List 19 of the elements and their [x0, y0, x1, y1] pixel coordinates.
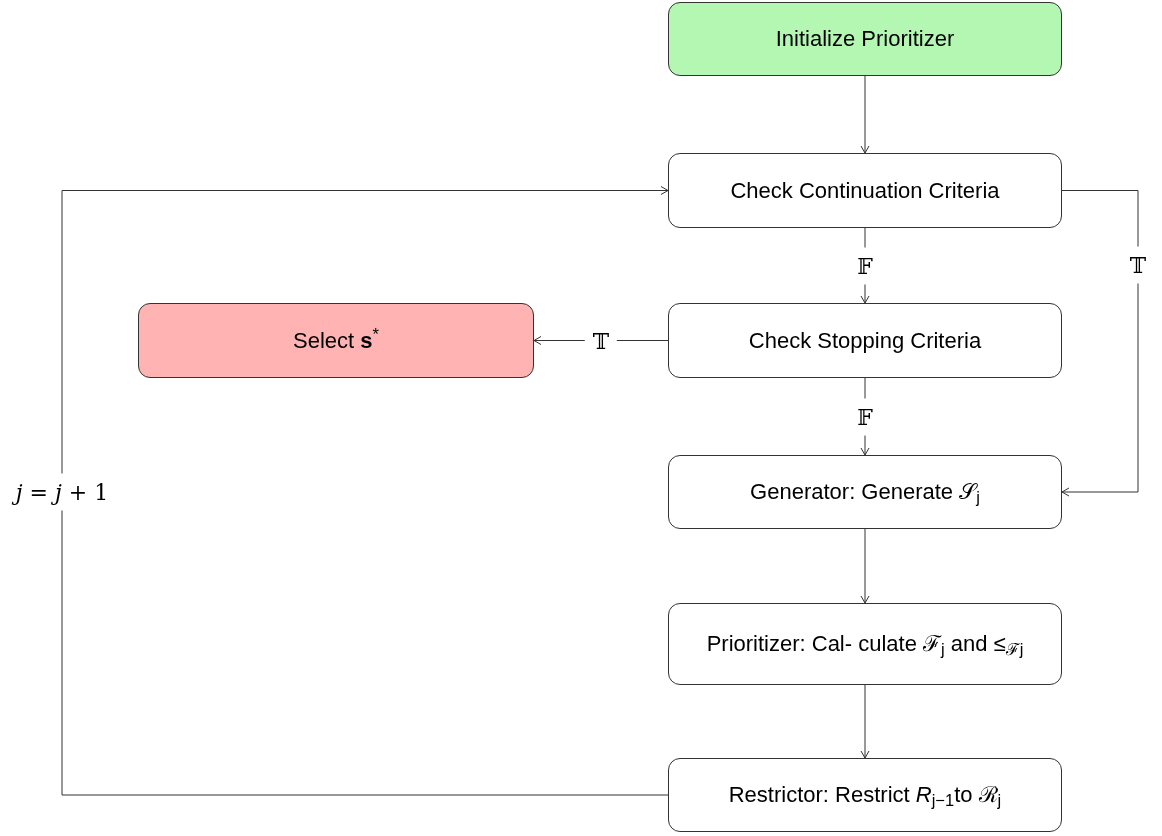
box-label: Select s$^{*}$	[293, 326, 379, 355]
arrow	[1061, 190, 1139, 497]
process-box	[668, 603, 1062, 685]
process-box	[668, 758, 1062, 832]
box-label: Check Stopping Criteria	[748, 326, 982, 355]
process-box	[138, 303, 534, 378]
box-label: Generator: Generate 𝒮$_{j}$	[750, 478, 980, 506]
box-label: Prioritizer: Cal- culate ℱ$_{j}$ and ≤$_{ℱj}$	[706, 630, 1024, 658]
process-box	[668, 153, 1062, 228]
process-box	[668, 2, 1062, 76]
arrow	[61, 186, 669, 796]
arrow	[860, 75, 870, 154]
arrow	[860, 528, 870, 604]
box-label: Restrictor: Restrict R$_{j−1}$to ℛ$_{j}$	[728, 781, 1002, 809]
process-box	[668, 303, 1062, 378]
arrow	[860, 684, 870, 759]
box-label: Initialize Prioritizer	[775, 25, 955, 53]
process-box	[668, 455, 1062, 529]
box-label: Check Continuation Criteria	[730, 176, 1000, 205]
